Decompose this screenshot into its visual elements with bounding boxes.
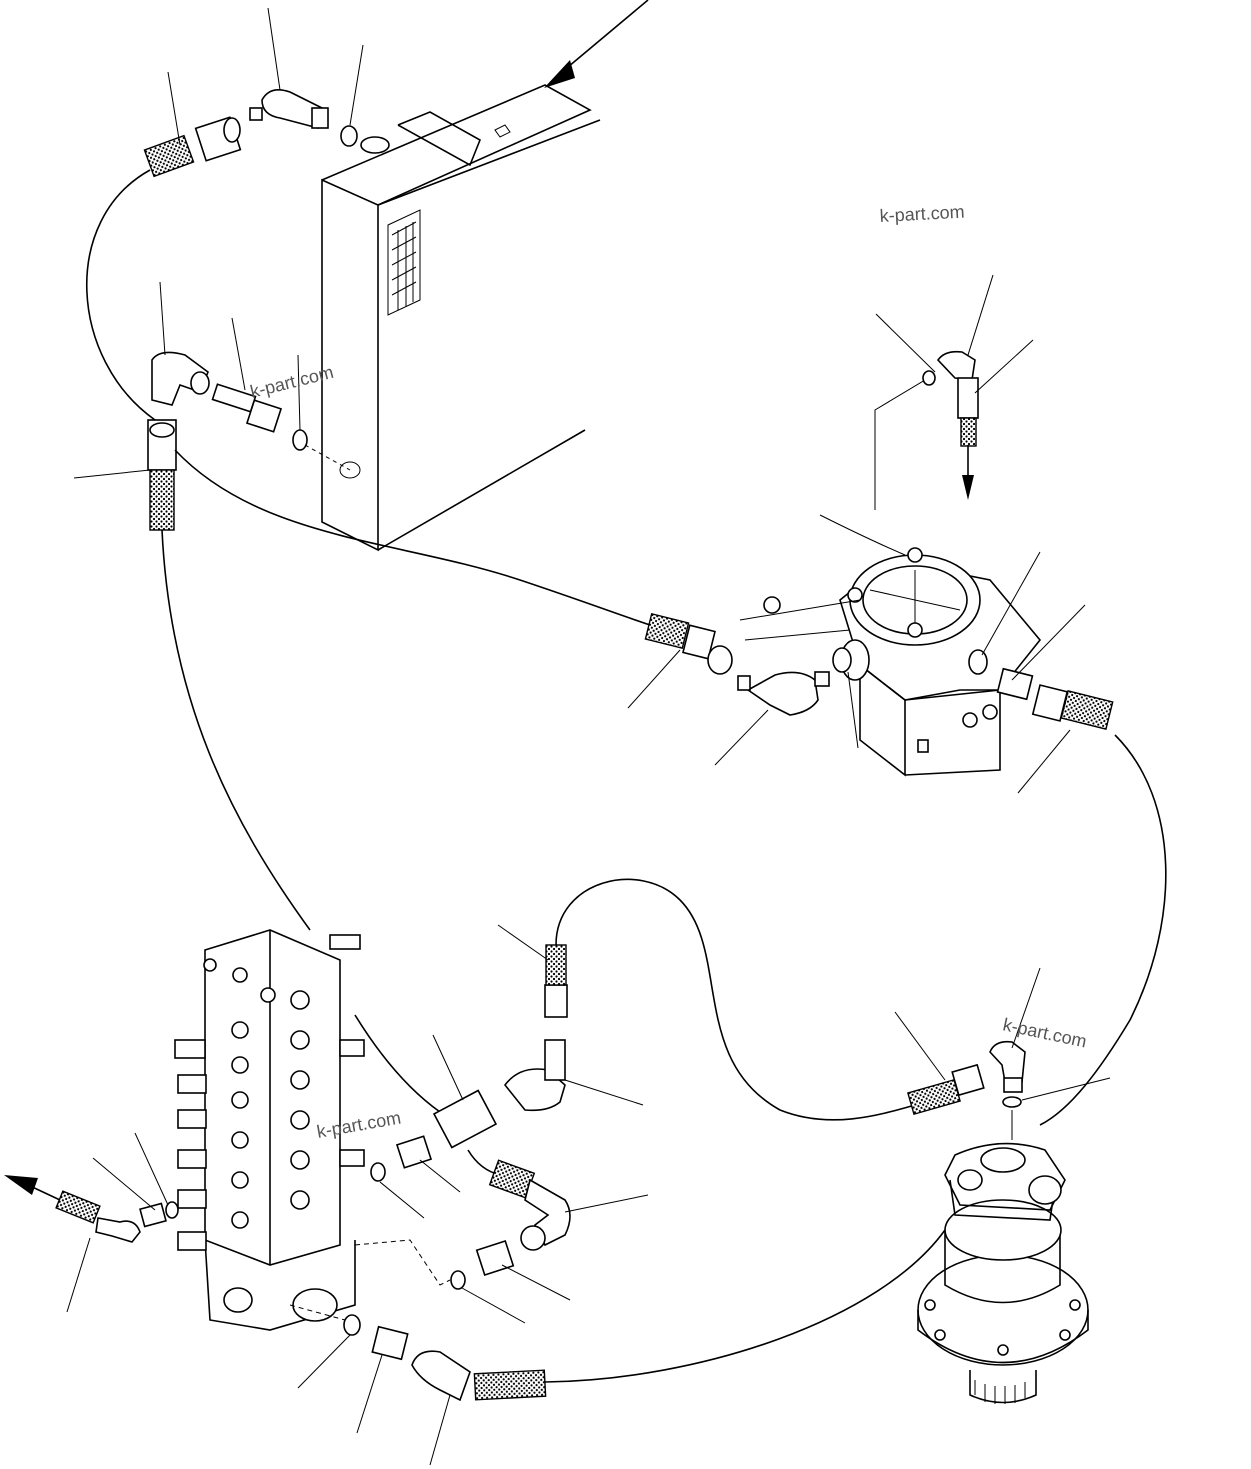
arrow-outlet-left <box>4 1175 38 1195</box>
leader-lines <box>66 7 1111 1466</box>
swivel-valve-block <box>739 379 1042 777</box>
hose-to-swing-motor <box>1039 734 1167 1126</box>
watermark-bottom-left: k-part.com <box>315 1107 402 1141</box>
adapter-outlet <box>139 1202 167 1228</box>
adapter-swivel-right <box>996 667 1034 701</box>
adapter-cv-1 <box>395 1135 433 1169</box>
hose-upper-left <box>85 169 156 421</box>
o-ring-mid <box>292 429 308 451</box>
hose-fitting-motor <box>907 1063 985 1116</box>
elbow-fitting-cv <box>503 1039 566 1112</box>
valve-spool-row <box>174 934 365 1251</box>
hose-to-swing-motor-bottom <box>544 1229 946 1383</box>
watermark-top-right: k-part.com <box>879 202 965 226</box>
swing-motor <box>917 1142 1089 1404</box>
o-ring-cv-1 <box>370 1162 386 1182</box>
hose-fitting-cv-bottom <box>411 1350 547 1402</box>
hose-fitting-cv-up <box>544 944 568 1018</box>
elbow-fitting-motor <box>989 1040 1026 1093</box>
arrow-drain-down <box>962 475 974 500</box>
hose-fitting-cv-elbow <box>488 1159 571 1251</box>
elbow-fitting-swivel <box>737 671 830 716</box>
oil-cooler <box>321 84 601 552</box>
o-ring-swivel-right <box>968 649 988 675</box>
elbow-fitting-drain <box>936 350 976 381</box>
control-valve <box>174 929 365 1331</box>
elbow-fitting-mid <box>151 351 210 406</box>
adapter-cv-2 <box>475 1239 515 1277</box>
o-ring-motor <box>1002 1096 1022 1108</box>
hose-fitting-swivel-left <box>644 612 733 675</box>
hose-fitting-top <box>143 116 242 178</box>
adapter-cv-3 <box>371 1325 409 1361</box>
o-ring-outlet <box>165 1201 179 1219</box>
valve-ports <box>203 958 310 1229</box>
o-ring-swivel-left <box>832 647 852 673</box>
elbow-fitting-outlet <box>55 1190 141 1243</box>
hose-fitting-swivel-right <box>1031 684 1114 730</box>
o-ring-cv-3 <box>343 1314 361 1336</box>
straight-fitting-cv <box>432 1089 498 1149</box>
hose-fitting-left <box>147 419 177 531</box>
elbow-fitting-top <box>249 89 329 129</box>
hose-to-control-valve <box>161 529 311 931</box>
connector-bolt <box>211 383 283 433</box>
o-ring-drain <box>922 370 936 386</box>
hose-fitting-drain <box>957 377 979 447</box>
arrow-top <box>544 60 575 88</box>
o-ring-top <box>340 125 358 147</box>
o-ring-cv-2 <box>450 1270 466 1290</box>
hose-to-swivel <box>174 449 651 626</box>
hose-cv-to-motor <box>555 878 916 1121</box>
